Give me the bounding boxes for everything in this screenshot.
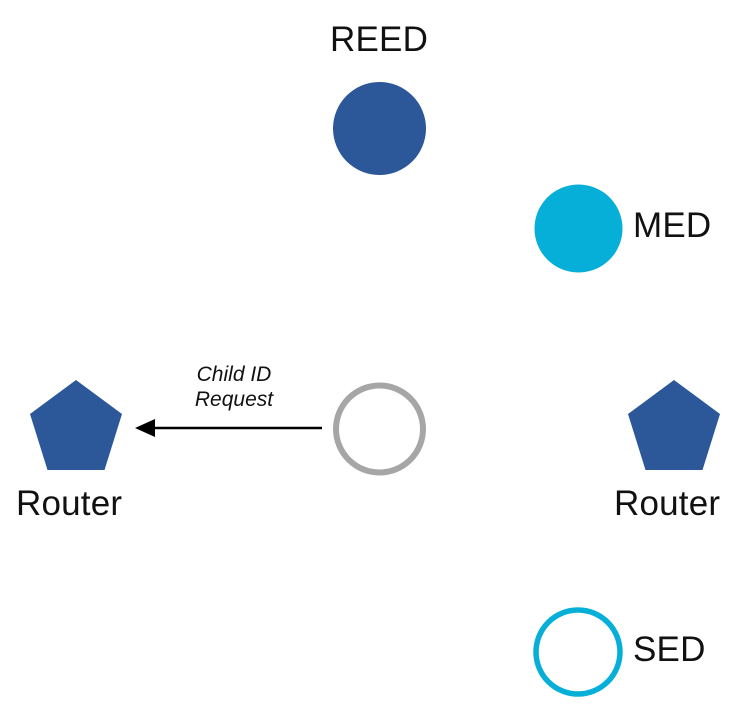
router-right-node[interactable]: [626, 378, 722, 472]
router-left-pentagon-shape: [30, 380, 122, 470]
router-right-pentagon-shape: [628, 380, 720, 470]
med-label: MED: [633, 206, 712, 245]
child-id-request-arrow: [125, 405, 335, 451]
sed-circle-shape: [533, 607, 623, 697]
child-device-node[interactable]: [332, 382, 427, 476]
sed-node[interactable]: [533, 607, 623, 697]
reed-node[interactable]: [332, 81, 427, 176]
child-device-circle-shape: [333, 382, 426, 476]
sed-label: SED: [633, 630, 706, 669]
arrow-head: [135, 419, 155, 437]
child-id-request-label-line2: Request: [194, 388, 274, 411]
reed-label: REED: [330, 20, 429, 59]
med-node[interactable]: [534, 184, 623, 273]
reed-circle-shape: [333, 82, 426, 175]
child-id-request-label: Child ID Request: [150, 362, 318, 412]
router-left-node[interactable]: [28, 378, 124, 472]
router-left-label: Router: [16, 484, 123, 523]
child-id-request-label-line1: Child ID: [196, 363, 272, 386]
router-right-label: Router: [614, 484, 721, 523]
med-circle-shape: [534, 184, 623, 273]
